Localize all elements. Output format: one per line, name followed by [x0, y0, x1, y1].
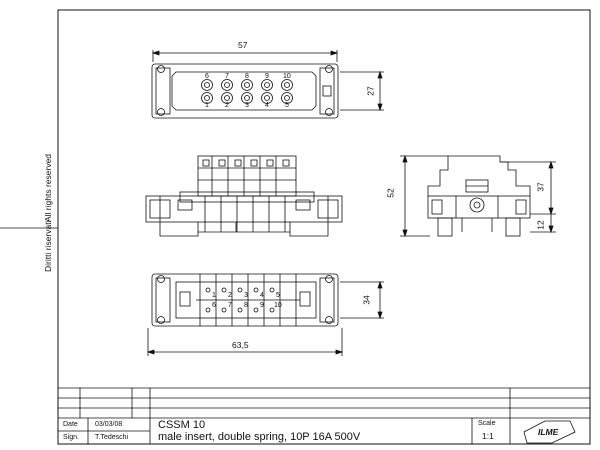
- date-value: 03/03/08: [95, 421, 123, 428]
- ilme-logo: ILME: [538, 427, 559, 437]
- side-view: [400, 154, 556, 238]
- dim-label-52: 52: [385, 188, 396, 198]
- pin-label: 7: [228, 302, 232, 309]
- dim-label-12: 12: [535, 220, 546, 230]
- scale-label: Scale: [478, 420, 496, 427]
- pin-label: 5: [285, 102, 289, 109]
- pin-label: 6: [212, 302, 216, 309]
- pin-label: 8: [244, 302, 248, 309]
- pin-label: 8: [245, 73, 249, 80]
- diritti-note: Diritti riservati: [43, 220, 53, 272]
- dim-label-34: 34: [361, 295, 372, 305]
- pin-label: 3: [244, 292, 248, 299]
- product-description: male insert, double spring, 10P 16A 500V: [158, 431, 361, 443]
- dim-label-63-5: 63,5: [232, 340, 249, 350]
- all-rights-note: All rights reserved: [43, 153, 53, 222]
- title-block: [58, 387, 590, 444]
- dim-label-27: 27: [365, 86, 376, 96]
- pin-label: 5: [276, 292, 280, 299]
- product-code: CSSM 10: [158, 419, 206, 431]
- pin-label: 7: [225, 73, 229, 80]
- dim-label-37: 37: [535, 182, 546, 192]
- pin-label: 10: [274, 302, 282, 309]
- drawing-frame: [57, 9, 591, 445]
- pin-label: 6: [205, 73, 209, 80]
- pin-label: 4: [265, 102, 269, 109]
- pin-label: 1: [205, 102, 209, 109]
- pin-label: 2: [225, 102, 229, 109]
- pin-label: 4: [260, 292, 264, 299]
- front-view: [145, 155, 343, 237]
- pin-label: 9: [260, 302, 264, 309]
- pin-label: 1: [212, 292, 216, 299]
- sign-label: Sign.: [63, 434, 79, 441]
- pin-label: 3: [245, 102, 249, 109]
- pin-label: 9: [265, 73, 269, 80]
- sign-value: T.Tedeschi: [95, 434, 129, 441]
- dim-label-57: 57: [238, 40, 248, 50]
- bottom-view: [146, 273, 384, 356]
- pin-label: 2: [228, 292, 232, 299]
- pin-label: 10: [283, 73, 291, 80]
- top-view: [151, 50, 384, 119]
- scale-value: 1:1: [482, 431, 494, 441]
- date-label: Date: [63, 421, 78, 428]
